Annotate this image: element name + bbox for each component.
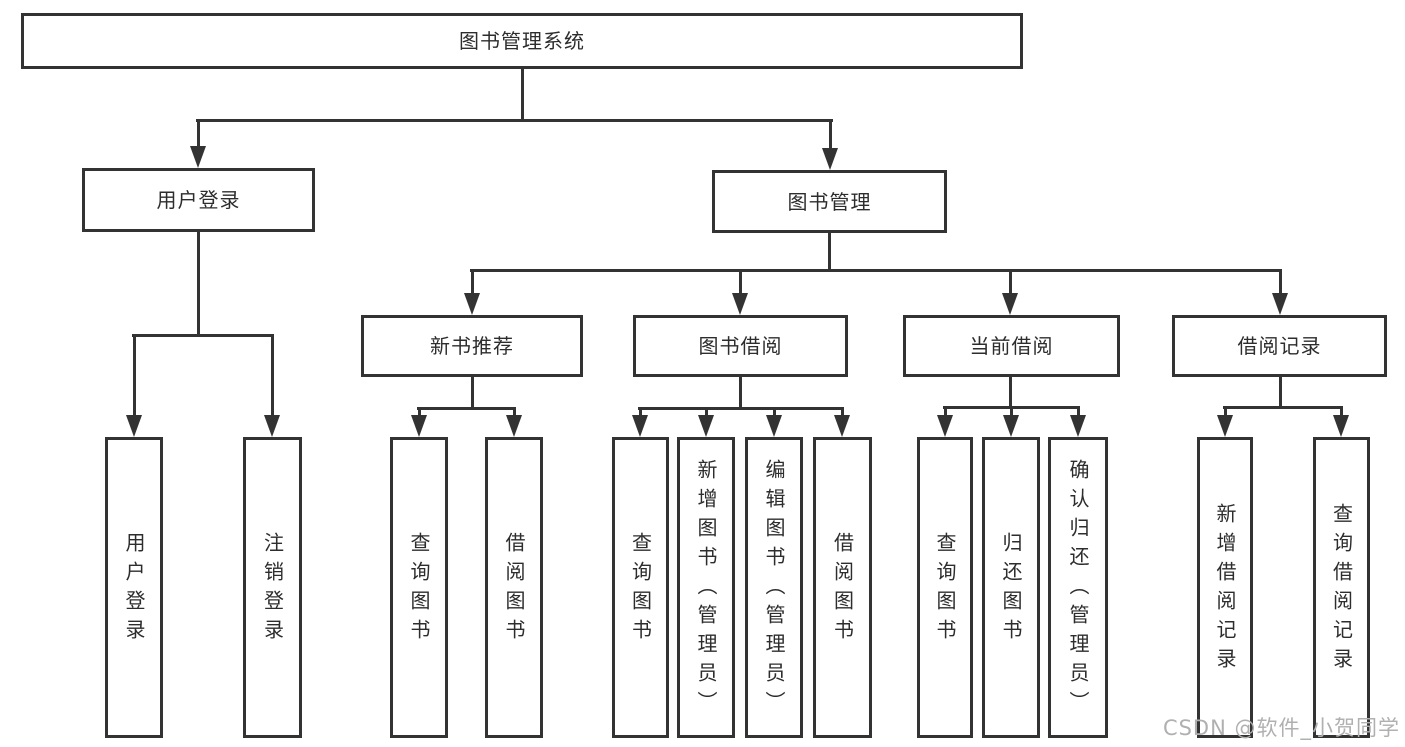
leaf-add-borrow-record: 新增借阅记录 xyxy=(1197,437,1253,738)
connector-rail xyxy=(638,406,844,410)
connector-drop xyxy=(196,120,200,158)
connector-stem xyxy=(1008,377,1012,407)
leaf-user-login: 用户登录 xyxy=(105,437,163,738)
leaf-edit-book-admin: 编辑图书（管理员） xyxy=(745,437,803,738)
node-borrowing-records: 借阅记录 xyxy=(1172,315,1387,377)
connector-arrowhead xyxy=(411,415,427,437)
leaf-add-book-admin: 新增图书（管理员） xyxy=(677,437,735,738)
leaf-query-books-borrowing: 查询图书 xyxy=(612,437,669,738)
leaf-confirm-return-admin: 确认归还（管理员） xyxy=(1048,437,1108,738)
leaf-query-books-current: 查询图书 xyxy=(917,437,973,738)
node-new-book-recommend: 新书推荐 xyxy=(361,315,583,377)
connector-stem xyxy=(738,377,742,408)
connector-arrowhead xyxy=(464,293,480,315)
leaf-borrow-books-borrowing: 借阅图书 xyxy=(813,437,872,738)
connector-stem xyxy=(827,233,831,270)
connector-drop xyxy=(1278,270,1282,305)
node-current-borrowing: 当前借阅 xyxy=(903,315,1120,377)
leaf-borrow-books-recommend: 借阅图书 xyxy=(485,437,543,738)
connector-drop xyxy=(1008,270,1012,305)
connector-rail xyxy=(196,118,833,122)
watermark: CSDN @软件_小贺同学 xyxy=(1162,716,1400,740)
connector-arrowhead xyxy=(506,415,522,437)
connector-arrowhead xyxy=(698,415,714,437)
connector-stem xyxy=(520,69,524,120)
connector-stem xyxy=(1278,377,1282,407)
connector-arrowhead xyxy=(264,415,280,437)
node-book-management: 图书管理 xyxy=(712,170,947,233)
connector-rail xyxy=(470,268,1282,272)
connector-arrowhead xyxy=(834,415,850,437)
connector-rail xyxy=(417,406,516,410)
connector-rail xyxy=(132,333,274,337)
connector-drop xyxy=(270,335,274,427)
connector-arrowhead xyxy=(632,415,648,437)
connector-stem xyxy=(196,232,200,335)
connector-arrowhead xyxy=(1003,415,1019,437)
connector-arrowhead xyxy=(126,415,142,437)
connector-arrowhead xyxy=(1333,415,1349,437)
connector-arrowhead xyxy=(1272,293,1288,315)
leaf-logout: 注销登录 xyxy=(243,437,302,738)
connector-arrowhead xyxy=(1217,415,1233,437)
connector-drop xyxy=(470,270,474,305)
connector-arrowhead xyxy=(822,148,838,170)
connector-drop xyxy=(828,120,832,160)
connector-arrowhead xyxy=(766,415,782,437)
node-book-borrowing: 图书借阅 xyxy=(633,315,848,377)
leaf-query-borrow-record: 查询借阅记录 xyxy=(1313,437,1370,738)
leaf-query-books-recommend: 查询图书 xyxy=(390,437,448,738)
node-user-login: 用户登录 xyxy=(82,168,315,232)
connector-arrowhead xyxy=(937,415,953,437)
node-library-management-system: 图书管理系统 xyxy=(21,13,1023,69)
connector-arrowhead xyxy=(1002,293,1018,315)
connector-drop xyxy=(738,270,742,305)
connector-drop xyxy=(132,335,136,427)
connector-arrowhead xyxy=(732,293,748,315)
connector-stem xyxy=(470,377,474,408)
connector-arrowhead xyxy=(190,146,206,168)
connector-rail xyxy=(1223,405,1343,409)
connector-arrowhead xyxy=(1070,415,1086,437)
leaf-return-book: 归还图书 xyxy=(982,437,1040,738)
